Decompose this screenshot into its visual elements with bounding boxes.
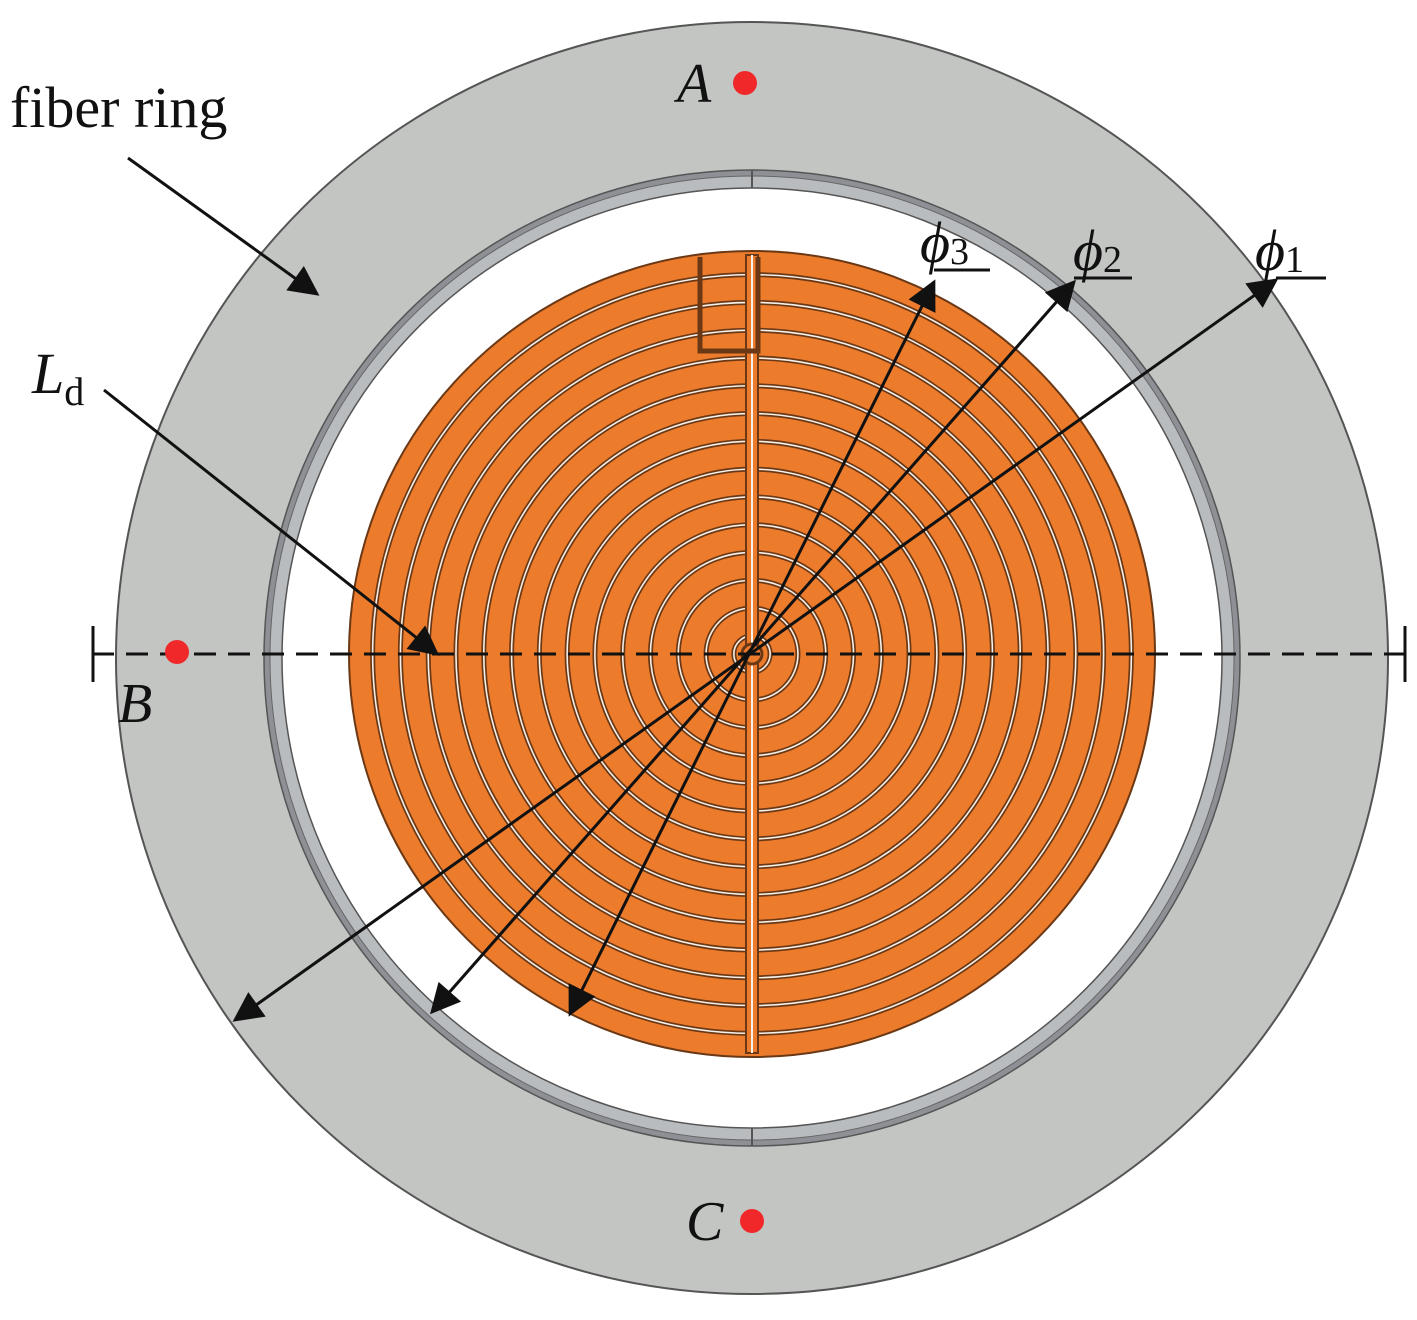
point-b-label: B — [118, 673, 152, 735]
ld-label-main: L — [31, 341, 64, 406]
ld-label: Ld — [31, 341, 84, 414]
phi2-symbol: ϕ — [1073, 218, 1103, 283]
marker-c — [740, 1209, 764, 1233]
fiber-ring-pointer-arrow — [127, 156, 320, 296]
phi3-dimension-arrow — [568, 279, 936, 1017]
phi1-symbol: ϕ — [1255, 218, 1285, 283]
phi2-label: ϕ2 — [1073, 218, 1122, 283]
marker-b — [165, 640, 189, 664]
ld-label-sub: d — [64, 369, 84, 414]
phi3-symbol: ϕ — [920, 210, 950, 275]
point-a-label: A — [673, 53, 712, 115]
phi1-label: ϕ1 — [1255, 218, 1304, 283]
ld-pointer-arrow — [103, 388, 440, 656]
phi3-sub: 3 — [950, 231, 969, 273]
marker-a — [733, 71, 757, 95]
phi1-sub: 1 — [1285, 239, 1304, 281]
point-c-label: C — [686, 1191, 724, 1253]
phi3-label: ϕ3 — [920, 210, 969, 275]
phi2-sub: 2 — [1103, 239, 1122, 281]
fiber-ring-label: fiber ring — [10, 75, 227, 140]
